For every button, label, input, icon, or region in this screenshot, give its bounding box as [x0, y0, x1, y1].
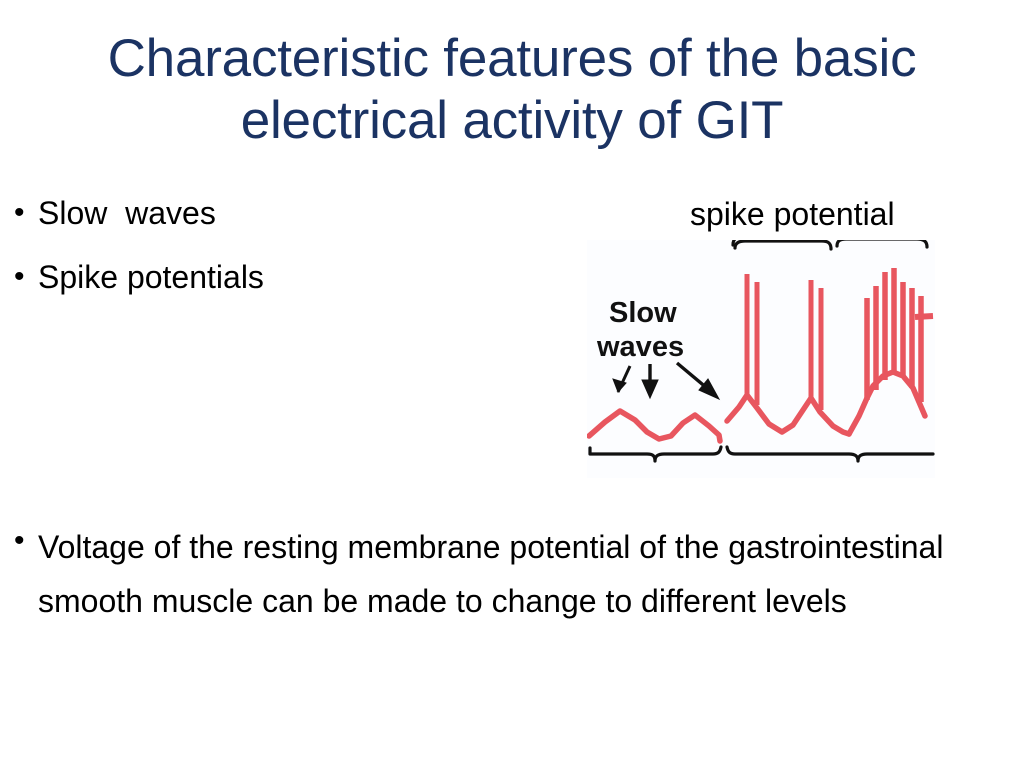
spike-burst-group	[864, 268, 924, 402]
top-bracket-left	[731, 240, 833, 251]
arrow-slow-wave-2	[641, 364, 659, 400]
trace-slow-waves	[587, 408, 723, 444]
bullet-item-spike-potentials: • Spike potentials	[6, 256, 526, 298]
figure-label-slow-waves-line2: waves	[596, 331, 684, 363]
bullet-text-spike-potentials: Spike potentials	[38, 259, 264, 295]
caption-spike-potential: spike potential	[690, 196, 895, 232]
arrow-slow-wave-3	[675, 361, 721, 401]
spike-group-2	[808, 280, 824, 410]
bullet-text-slow-waves: Slow waves	[38, 195, 216, 231]
bullet-item-slow-waves: • Slow waves	[6, 192, 526, 234]
figure-electrical-activity: Slow waves	[587, 240, 935, 478]
bullet-marker-icon: •	[14, 524, 25, 557]
bottom-bracket-right	[725, 445, 935, 463]
trace-right-marker-dash	[914, 313, 934, 320]
bottom-bracket-left	[588, 445, 723, 463]
arrow-slow-wave-1	[612, 365, 632, 393]
trace-spike-potentials-mid	[724, 392, 852, 437]
top-bracket-right	[835, 240, 929, 249]
figure-label-slow-waves-line1: Slow	[609, 297, 677, 329]
bullet-item-resting-membrane-potential: • Voltage of the resting membrane potent…	[6, 520, 956, 628]
trace-burst-plateau	[846, 369, 928, 437]
bullet-marker-icon: •	[14, 196, 25, 229]
bullet-text-resting-membrane-potential: Voltage of the resting membrane potentia…	[38, 529, 953, 619]
spike-group-1	[744, 274, 760, 405]
page-title: Characteristic features of the basic ele…	[107, 29, 931, 150]
bullet-marker-icon: •	[14, 260, 25, 293]
